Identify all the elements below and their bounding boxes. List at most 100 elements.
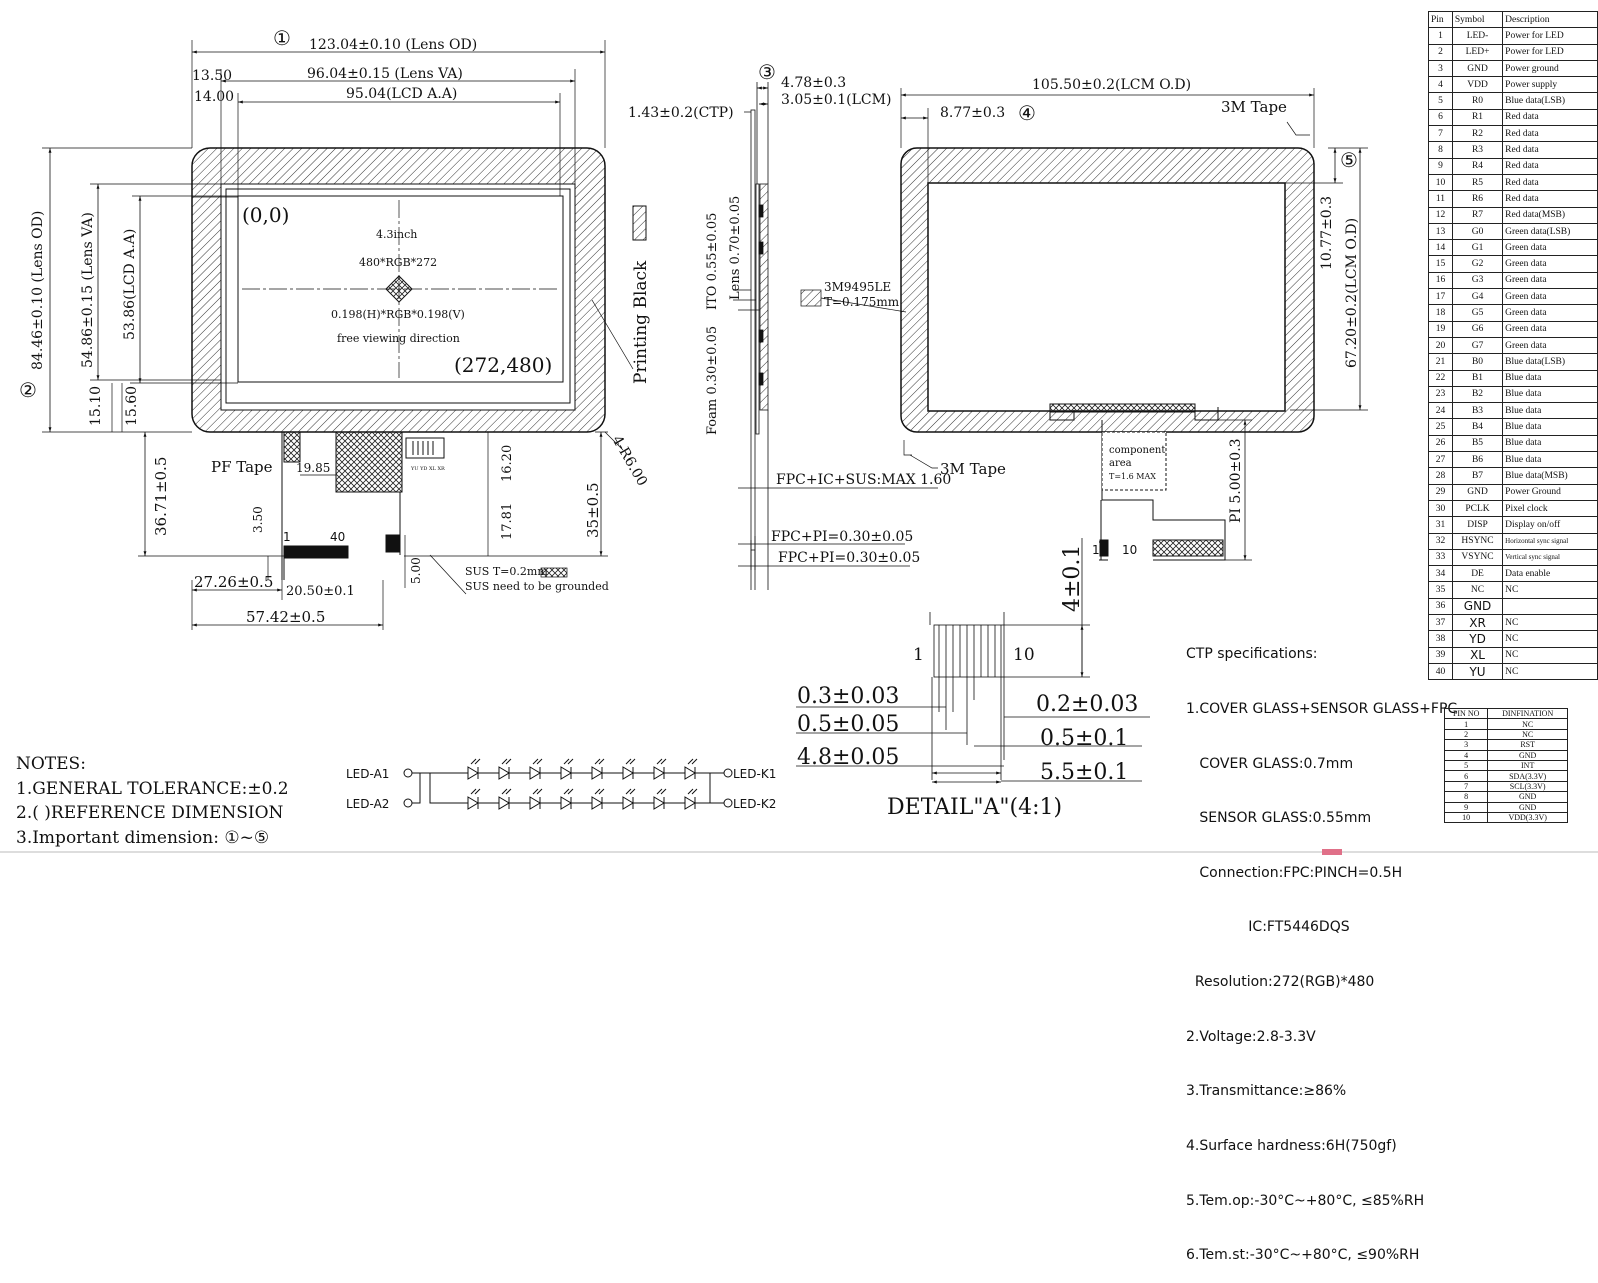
- pin-pin-cell: 15: [1428, 255, 1453, 273]
- ctp-pin-no-cell: 10: [1443, 811, 1489, 824]
- pitch-label: 0.198(H)*RGB*0.198(V): [331, 308, 465, 321]
- ctp-pin-no-header: PIN NO: [1443, 707, 1489, 720]
- ctp-definition-cell: NC: [1487, 728, 1568, 741]
- fpc-pi-1: FPC+PI=0.30±0.05: [771, 529, 913, 545]
- pin-description-cell: Green data: [1502, 239, 1598, 257]
- pin-description-cell: Power supply: [1502, 76, 1598, 94]
- pin-symbol-cell: PCLK: [1451, 499, 1504, 518]
- pin-symbol-cell: GND: [1451, 597, 1504, 615]
- detail-title: DETAIL"A"(4:1): [887, 795, 1062, 820]
- pin-symbol-cell: YU: [1451, 662, 1504, 681]
- corner-label: (272,480): [454, 353, 552, 377]
- main-fpc-pins: [283, 545, 349, 559]
- printing-black-label: Printing Black: [631, 260, 651, 384]
- pin-description-cell: NC: [1502, 646, 1598, 664]
- pin-pin-cell: 36: [1428, 597, 1453, 615]
- pin-pin-cell: 5: [1428, 92, 1453, 110]
- ctp-definition-header: DINFINATION: [1487, 707, 1568, 720]
- pin-description-cell: Data enable: [1502, 565, 1598, 583]
- ctp-spec-line: 2.Voltage:2.8-3.3V: [1186, 1028, 1316, 1045]
- pin-symbol-cell: G3: [1451, 271, 1504, 290]
- front-view-labels: ① 123.04±0.10 (Lens OD) 96.04±0.15 (Lens…: [19, 26, 651, 626]
- detail-dim-48: 4.8±0.05: [797, 745, 899, 770]
- radius-label: 4-R6.00: [609, 433, 651, 489]
- pin-symbol-cell: HSYNC: [1451, 532, 1504, 550]
- pin-pin-cell: 18: [1428, 304, 1453, 322]
- pin-description-cell: Power ground: [1502, 59, 1598, 78]
- back-fpc-pin1: 1: [1092, 543, 1100, 557]
- detail-pin10: 10: [1013, 645, 1035, 665]
- lens-thickness: Lens 0.70±0.05: [728, 196, 743, 300]
- pin-pin-cell: 30: [1428, 499, 1453, 518]
- pin-description-cell: Green data: [1502, 320, 1598, 338]
- pin-description-cell: Blue data(LSB): [1502, 92, 1598, 110]
- pin-symbol-cell: B4: [1451, 418, 1504, 436]
- pin-pin-cell: 16: [1428, 271, 1453, 290]
- component-label-3: T=1.6 MAX: [1109, 472, 1156, 481]
- pin-pin-cell: 26: [1428, 434, 1453, 453]
- pin-description-cell: NC: [1502, 581, 1598, 599]
- pin-description-cell: NC: [1502, 662, 1598, 681]
- pin-description-cell: Power for LED: [1502, 43, 1598, 61]
- dim-2050: 20.50±0.1: [286, 584, 355, 599]
- ctp-spec-line: SENSOR GLASS:0.55mm: [1186, 810, 1372, 827]
- pin-description-cell: Blue data: [1502, 385, 1598, 404]
- led-diode-icon: [684, 758, 698, 780]
- pin-description-cell: Pixel clock: [1502, 499, 1598, 518]
- dim-305: 3.05±0.1(LCM): [781, 92, 891, 108]
- circle-3: ③: [758, 60, 776, 84]
- pin-symbol-cell: B0: [1451, 353, 1504, 371]
- pin-pin-cell: 24: [1428, 402, 1453, 420]
- ctp-spec-line: 4.Surface hardness:6H(750gf): [1186, 1137, 1397, 1154]
- fpc-pi-2: FPC+PI=0.30±0.05: [778, 550, 920, 566]
- dim-2726: 27.26±0.5: [194, 573, 273, 591]
- led-a2-label: LED-A2: [346, 797, 389, 811]
- pin-pin-cell: 31: [1428, 516, 1453, 534]
- lcm-od-width: 105.50±0.2(LCM O.D): [1032, 77, 1191, 93]
- led-diode-icon: [467, 758, 481, 780]
- notes-block: NOTES: 1.GENERAL TOLERANCE:±0.2 2.( )REF…: [16, 752, 289, 850]
- pin-description-cell: Blue data: [1502, 418, 1598, 436]
- side-view-labels: ③ 4.78±0.3 3.05±0.1(LCM) 1.43±0.2(CTP) L…: [628, 60, 951, 566]
- pin-symbol-cell: R1: [1451, 108, 1504, 127]
- pin-pin-cell: 7: [1428, 125, 1453, 143]
- fpc-pin40: 40: [330, 530, 345, 544]
- fpc-max: FPC+IC+SUS:MAX 1.60: [776, 472, 951, 488]
- pin-pin-cell: 27: [1428, 451, 1453, 469]
- led-diode-icon: [560, 758, 574, 780]
- ctp-definition-cell: GND: [1487, 801, 1568, 813]
- lcd-aa-width: 95.04(LCD A.A): [346, 86, 457, 102]
- viewing-label: free viewing direction: [337, 332, 460, 345]
- foam-thickness: Foam 0.30±0.05: [705, 326, 720, 435]
- pin-symbol-cell: R0: [1451, 92, 1504, 110]
- pin-symbol-cell: G0: [1451, 222, 1504, 241]
- pin-description-cell: Power for LED: [1502, 27, 1598, 45]
- dim-478: 4.78±0.3: [781, 75, 846, 91]
- pin-symbol-cell: B2: [1451, 385, 1504, 404]
- pin-symbol-cell: R7: [1451, 206, 1504, 224]
- tape-thickness: T=0.175mm: [824, 295, 900, 309]
- pin-symbol-cell: R5: [1451, 173, 1504, 192]
- pin-description-cell: Power Ground: [1502, 483, 1598, 501]
- led-diode-icon: [591, 788, 605, 810]
- pin-table-header: Pin Symbol Description: [1428, 10, 1598, 29]
- lens-od-height: 84.46±0.10 (Lens OD): [30, 211, 46, 370]
- pin-pin-cell: 23: [1428, 385, 1453, 404]
- pin-description-cell: [1502, 597, 1598, 615]
- pin-description-cell: Blue data: [1502, 434, 1598, 453]
- pin-symbol-cell: DE: [1451, 565, 1504, 583]
